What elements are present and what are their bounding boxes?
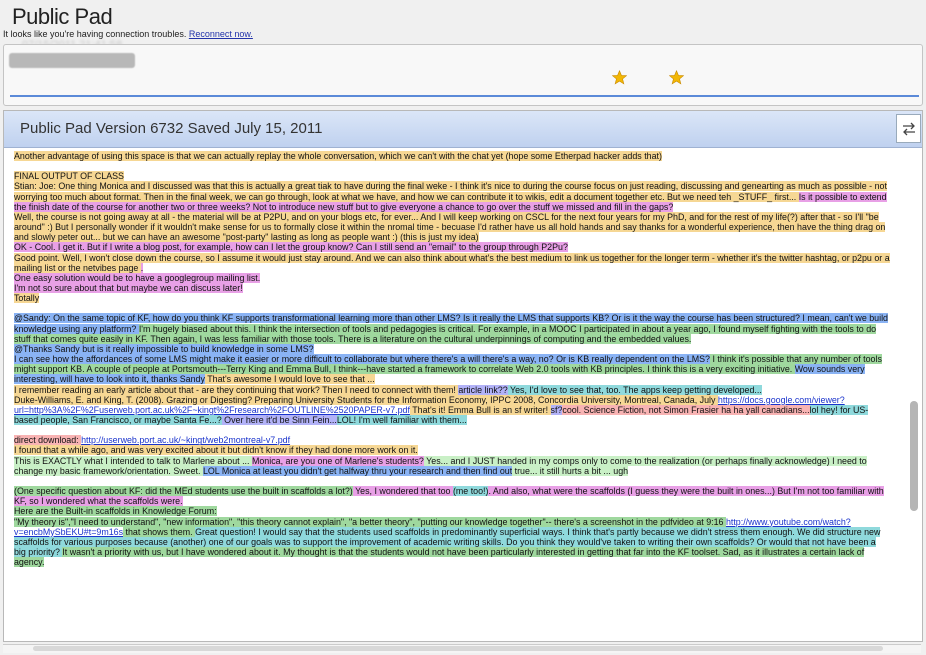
author-text-segment: I remember reading an early article abou… [14, 384, 459, 395]
swap-icon[interactable] [896, 114, 921, 143]
scrollbar[interactable] [909, 151, 919, 636]
author-text-segment: Another advantage of using this space is… [14, 151, 662, 161]
author-text-segment: Well, the course is not going away at al… [14, 211, 886, 243]
author-text-segment: Good point. Well, I won't close down the… [14, 252, 890, 273]
author-text-segment: Over here it'd be Sinn Fein... [221, 415, 337, 426]
author-text-segment: I can see how the affordances of some LM… [14, 354, 710, 365]
author-text-segment: This is EXACTLY what I intended to talk … [14, 455, 252, 466]
timeline-bar[interactable] [10, 95, 919, 97]
author-text-segment: Yes, I wondered that too [352, 486, 453, 497]
connection-message: It looks like you're having connection t… [3, 29, 187, 39]
author-text-segment: That's it! Emma Bull is an sf writer! [409, 404, 551, 415]
star-icon[interactable] [612, 70, 627, 85]
connection-warning: It looks like you're having connection t… [3, 29, 253, 39]
author-text-segment: "My theory is","I need to understand", "… [14, 516, 726, 527]
author-text-segment: That's awesome I would love to see that … [204, 374, 375, 385]
pad-paragraph: @Sandy: On the same topic of KF, how do … [14, 313, 890, 426]
pad-link[interactable]: https://docs.google.com/viewer?url=http%… [14, 394, 845, 415]
author-text-segment: cool. Science Fiction, not Simon Frasier… [562, 404, 810, 415]
pad-link[interactable]: http://www.youtube.com/watch?v=encbMySbE… [14, 516, 851, 537]
author-text-segment: Duke-Williams, E. and King, T. (2008). G… [14, 394, 718, 405]
horizontal-scrollbar-thumb[interactable] [33, 646, 883, 651]
author-text-segment: OK - Cool. I get it. But if I write a bl… [14, 242, 568, 253]
author-text-segment: that shows them. [123, 526, 196, 537]
author-text-segment: Here are the Built-in scaffolds in Knowl… [14, 506, 217, 517]
author-text-segment: sf? [550, 404, 563, 415]
pad-paragraph: Another advantage of using this space is… [14, 151, 890, 161]
horizontal-scrollbar[interactable] [3, 644, 921, 653]
author-text-segment: . [140, 262, 144, 273]
author-text-segment: article link?? [458, 384, 508, 395]
pad-version-title: Public Pad Version 6732 Saved July 15, 2… [20, 120, 323, 137]
reconnect-link[interactable]: Reconnect now. [188, 29, 253, 39]
author-text-segment: true... it still hurts a bit ... ugh [512, 465, 629, 476]
star-icon[interactable] [669, 70, 684, 85]
author-text-segment: LOL Monica at least you didn't get halfw… [202, 465, 513, 476]
scrollbar-thumb[interactable] [910, 401, 918, 511]
author-text-segment: (One specific question about KF: did the… [14, 486, 353, 497]
author-text-segment: Stian: Joe: One thing Monica and I discu… [14, 181, 887, 202]
author-text-segment: I found that a while ago, and was very e… [14, 445, 418, 456]
pad-paragraph: (One specific question about KF: did the… [14, 486, 890, 568]
author-text-segment: Totally [14, 293, 40, 304]
author-text-segment: I'm hugely biased about this. I think th… [14, 323, 877, 344]
pad-content[interactable]: Another advantage of using this space is… [14, 151, 890, 577]
timeslider-panel [3, 44, 923, 106]
author-text-segment: One easy solution would be to have a goo… [14, 272, 261, 283]
author-text-segment: It wasn't a priority with us, but I have… [14, 547, 865, 568]
pad-panel: Public Pad Version 6732 Saved July 15, 2… [3, 110, 923, 642]
pad-paragraph: direct download: http://userweb.port.ac.… [14, 435, 890, 476]
author-text-segment: @Thanks Sandy but is it really impossibl… [14, 343, 314, 354]
author-text-segment: direct download: [14, 435, 82, 446]
author-text-segment: Monica, are you one of Marlene's student… [251, 455, 424, 466]
author-text-segment: Yes, I'd love to see that, too. The apps… [507, 384, 762, 395]
pad-link[interactable]: http://userweb.port.ac.uk/~kingt/web2mon… [81, 435, 291, 446]
pad-header: Public Pad Version 6732 Saved July 15, 2… [4, 111, 922, 148]
blurred-label [9, 53, 135, 68]
app-title: Public Pad [12, 4, 113, 29]
author-text-segment: FINAL OUTPUT OF CLASS [14, 171, 124, 182]
author-text-segment: (me too!) [452, 486, 489, 497]
author-text-segment: LOL! I'm well familiar with them... [336, 415, 467, 426]
author-text-segment: I'm not so sure about that but maybe we … [14, 283, 243, 294]
